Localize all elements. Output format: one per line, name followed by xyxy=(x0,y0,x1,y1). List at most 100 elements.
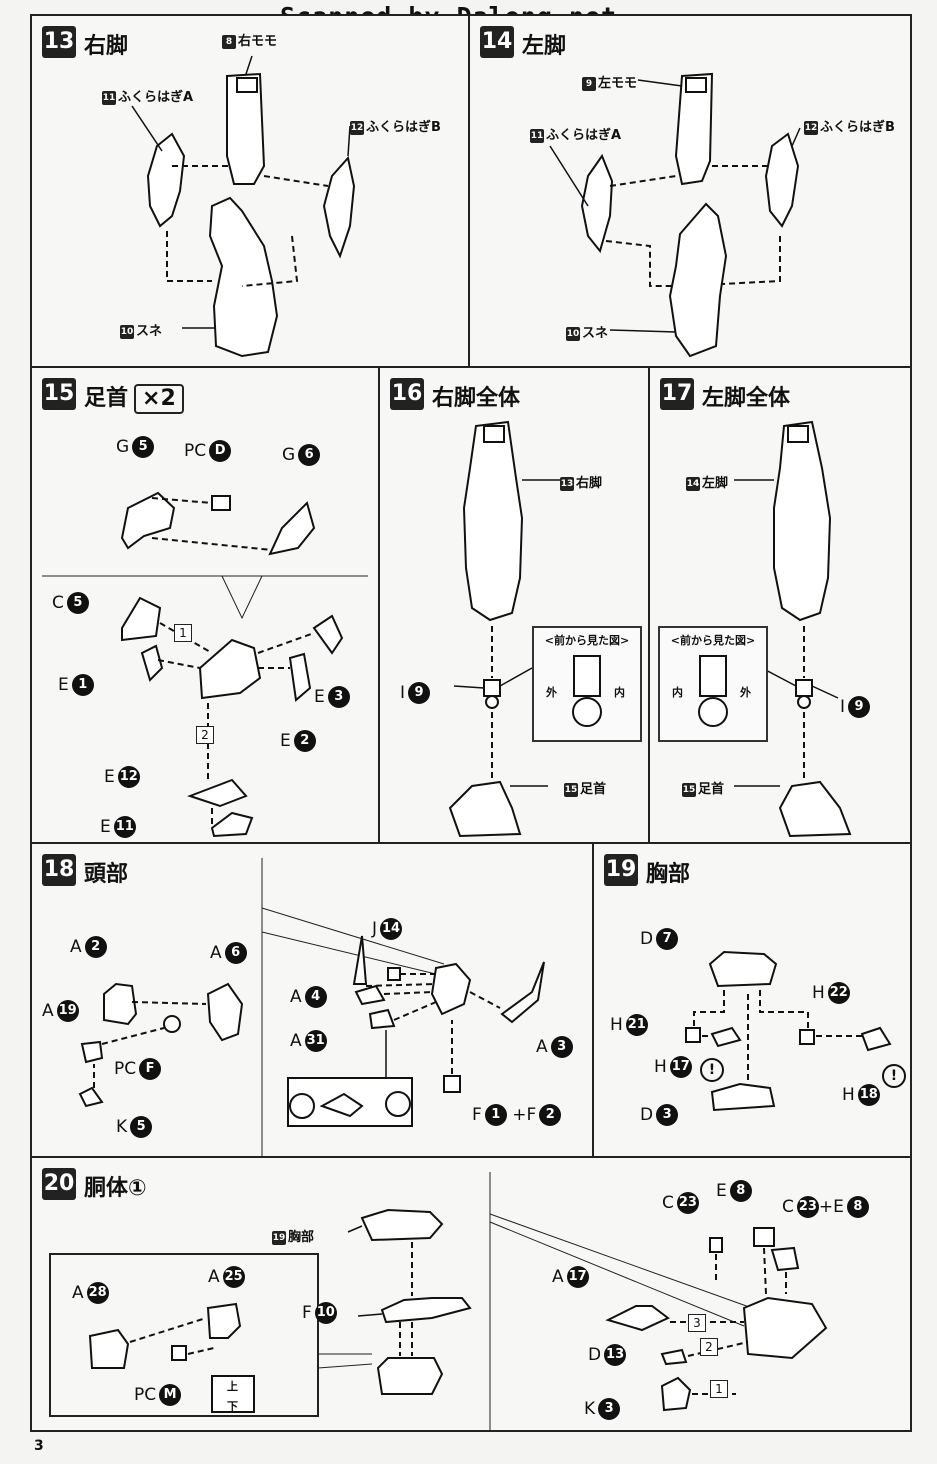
chest-assembly-drawing xyxy=(685,950,892,1112)
step-title: 右脚全体 xyxy=(432,386,521,411)
step-title: 胴体① xyxy=(84,1176,147,1201)
step-number: 18 xyxy=(42,854,76,886)
order-marker-2: 2 xyxy=(700,1338,718,1356)
step-title: 右脚 xyxy=(84,34,129,59)
step-18-panel: 18 頭部 xyxy=(30,842,594,1158)
body-assembly-drawing xyxy=(49,1172,828,1430)
right-leg-full-drawing xyxy=(448,420,560,838)
step-number: 14 xyxy=(480,26,514,58)
caution-icon: ! xyxy=(700,1058,724,1082)
inner-side-label: 内 xyxy=(614,686,625,699)
step-title: 胸部 xyxy=(646,862,691,887)
outer-side-label: 外 xyxy=(740,686,751,699)
step-title: 左脚 xyxy=(522,34,567,59)
quantity-badge: ×2 xyxy=(134,384,184,414)
front-view-inset: <前から見た図> 外 内 xyxy=(532,626,642,742)
up-label: 上 xyxy=(227,1380,238,1393)
front-view-drawing xyxy=(698,655,728,727)
caution-icon: ! xyxy=(882,1064,906,1088)
left-leg-assembly-drawing xyxy=(549,72,801,358)
step-number: 16 xyxy=(390,378,424,410)
step-number: 15 xyxy=(42,378,76,410)
left-leg-full-drawing xyxy=(734,420,852,838)
step-number: 13 xyxy=(42,26,76,58)
order-marker-1: 1 xyxy=(710,1380,728,1398)
down-label: 下 xyxy=(227,1400,238,1413)
step-15-panel: 15 足首×2 xyxy=(30,366,380,844)
right-leg-assembly-drawing xyxy=(131,55,356,358)
step-number: 17 xyxy=(660,378,694,410)
page-number: 3 xyxy=(34,1438,44,1454)
front-view-drawing xyxy=(572,655,602,727)
ankle-assembly-drawing xyxy=(42,491,368,838)
step-title: 左脚全体 xyxy=(702,386,791,411)
step-number: 20 xyxy=(42,1168,76,1200)
outer-side-label: 外 xyxy=(546,686,557,699)
step-title: 頭部 xyxy=(84,862,129,887)
order-marker-2: 2 xyxy=(196,726,214,744)
step-title: 足首×2 xyxy=(84,380,184,414)
step-number: 19 xyxy=(604,854,638,886)
order-marker-1: 1 xyxy=(174,624,192,642)
front-view-inset: <前から見た図> 内 外 xyxy=(658,626,768,742)
inner-side-label: 内 xyxy=(672,686,683,699)
order-marker-3: 3 xyxy=(688,1314,706,1332)
step-20-panel: 20 胴体① xyxy=(30,1156,912,1432)
